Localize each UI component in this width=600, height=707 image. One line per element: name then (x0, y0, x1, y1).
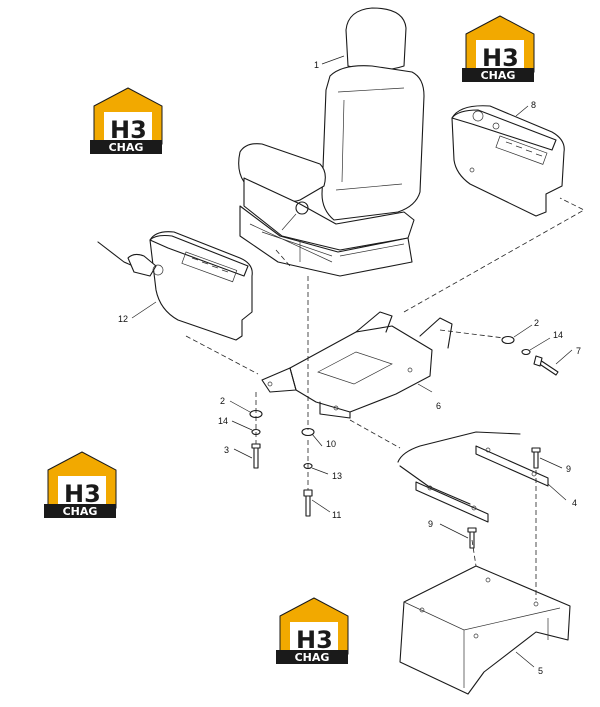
callout-2-right: 2 (534, 318, 539, 328)
svg-text:CHAG: CHAG (63, 505, 98, 518)
svg-text:H3: H3 (296, 626, 333, 654)
callout-8: 8 (531, 100, 536, 110)
callout-6: 6 (436, 401, 441, 411)
callout-13: 13 (332, 471, 342, 481)
callout-12: 12 (118, 314, 128, 324)
callout-10: 10 (326, 439, 336, 449)
callout-7: 7 (576, 346, 581, 356)
callout-4: 4 (572, 498, 577, 508)
assembly-dashed-lines (185, 197, 585, 600)
mounting-plate (261, 311, 453, 419)
svg-text:CHAG: CHAG (295, 651, 330, 664)
logo-top-right: H3 CHAG (462, 15, 535, 82)
callout-3: 3 (224, 445, 229, 455)
svg-text:H3: H3 (482, 44, 519, 72)
hardware-right-stack (501, 335, 559, 376)
logo-middle-left: H3 CHAG (44, 451, 117, 518)
svg-text:CHAG: CHAG (481, 69, 516, 82)
callout-1: 1 (314, 60, 319, 70)
slide-rails (397, 431, 549, 523)
logo-bottom-center: H3 CHAG (276, 597, 349, 664)
svg-text:H3: H3 (64, 480, 101, 508)
callout-14-left: 14 (218, 416, 228, 426)
callout-2-left: 2 (220, 396, 225, 406)
callout-labels: 1 8 12 2 14 7 6 2 14 3 10 13 11 9 4 9 5 (118, 60, 581, 676)
hardware-rail-bolts (467, 447, 541, 549)
seat-assembly (238, 7, 425, 277)
left-console (97, 231, 253, 341)
callout-11: 11 (332, 510, 341, 520)
callout-14-right: 14 (553, 330, 563, 340)
right-console (451, 105, 565, 217)
callout-9-left: 9 (428, 519, 433, 529)
riser-base (399, 565, 571, 695)
logo-top-left: H3 CHAG (90, 87, 163, 154)
svg-text:H3: H3 (110, 116, 147, 144)
callout-9-right: 9 (566, 464, 571, 474)
leader-lines (131, 55, 573, 668)
svg-text:CHAG: CHAG (109, 141, 144, 154)
callout-5: 5 (538, 666, 543, 676)
